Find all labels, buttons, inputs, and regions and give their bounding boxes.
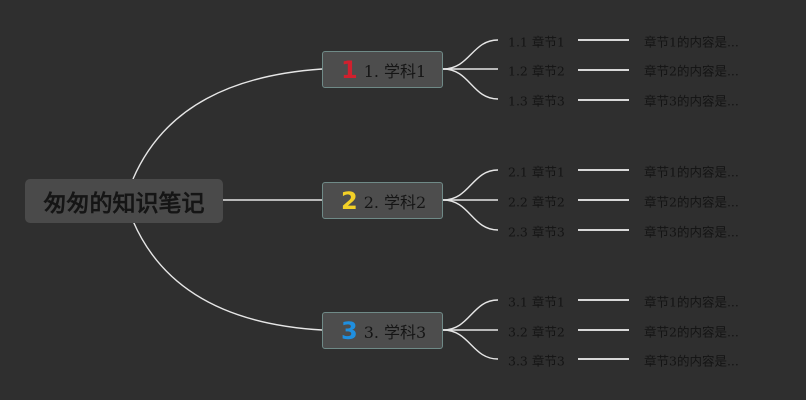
number-3-icon: 3 xyxy=(341,316,358,345)
chapter-content-connector xyxy=(578,358,629,360)
root-title: 匆匆的知识笔记 xyxy=(43,191,205,217)
chapter-content[interactable]: 章节1的内容是... xyxy=(644,294,739,310)
subject-node-2[interactable]: 2 2. 学科2 xyxy=(322,182,443,219)
chapter-label[interactable]: 3.3 章节3 xyxy=(508,353,565,369)
subject-label: 3. 学科3 xyxy=(363,322,427,342)
chapter-label[interactable]: 3.1 章节1 xyxy=(508,294,565,310)
chapter-content-connector xyxy=(578,329,629,331)
number-2-icon: 2 xyxy=(341,186,358,215)
chapter-content-connector xyxy=(578,169,629,171)
chapter-content[interactable]: 章节2的内容是... xyxy=(644,324,739,340)
chapter-content[interactable]: 章节2的内容是... xyxy=(644,63,739,79)
subject-node-1[interactable]: 1 1. 学科1 xyxy=(322,51,443,88)
chapter-content-connector xyxy=(578,199,629,201)
chapter-label[interactable]: 2.2 章节2 xyxy=(508,194,565,210)
chapter-content-connector xyxy=(578,39,629,41)
subject-label: 1. 学科1 xyxy=(363,61,427,81)
chapter-content[interactable]: 章节2的内容是... xyxy=(644,194,739,210)
connector-root-subject-3 xyxy=(132,220,323,331)
chapter-content[interactable]: 章节3的内容是... xyxy=(644,224,739,240)
chapter-content[interactable]: 章节3的内容是... xyxy=(644,93,739,109)
chapter-label[interactable]: 1.3 章节3 xyxy=(508,93,565,109)
chapter-content[interactable]: 章节1的内容是... xyxy=(644,164,739,180)
connector-root-subject-1 xyxy=(132,68,323,180)
chapter-label[interactable]: 2.1 章节1 xyxy=(508,164,565,180)
number-1-icon: 1 xyxy=(341,55,358,84)
chapter-content-connector xyxy=(578,99,629,101)
chapter-content-connector xyxy=(578,69,629,71)
chapter-label[interactable]: 3.2 章节2 xyxy=(508,324,565,340)
root-node[interactable]: 匆匆的知识笔记 xyxy=(25,179,223,223)
chapter-label[interactable]: 1.2 章节2 xyxy=(508,63,565,79)
chapter-label[interactable]: 1.1 章节1 xyxy=(508,34,565,50)
chapter-content[interactable]: 章节1的内容是... xyxy=(644,34,739,50)
chapter-content-connector xyxy=(578,299,629,301)
chapter-content-connector xyxy=(578,229,629,231)
subject-label: 2. 学科2 xyxy=(363,192,427,212)
chapter-label[interactable]: 2.3 章节3 xyxy=(508,224,565,240)
chapter-content[interactable]: 章节3的内容是... xyxy=(644,353,739,369)
subject-node-3[interactable]: 3 3. 学科3 xyxy=(322,312,443,349)
